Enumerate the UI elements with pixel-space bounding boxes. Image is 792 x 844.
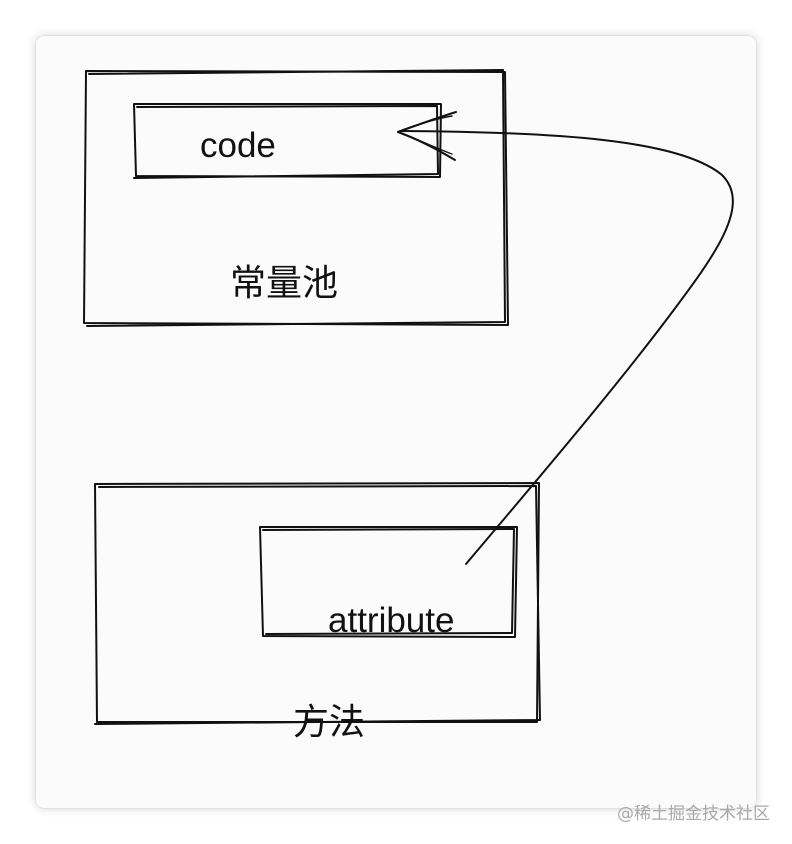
reference-arrow <box>399 130 734 565</box>
method-label: 方法 <box>293 702 366 743</box>
attribute-entry-box <box>259 526 518 638</box>
method-box <box>94 482 541 725</box>
code-entry-box <box>133 103 442 179</box>
diagram-canvas <box>36 36 756 808</box>
constant-pool-box <box>83 69 509 327</box>
code-entry-label: code <box>200 126 276 165</box>
watermark-text: @稀土掘金技术社区 <box>617 804 770 824</box>
attribute-entry-label: attribute <box>328 601 455 640</box>
constant-pool-label: 常量池 <box>230 263 339 304</box>
